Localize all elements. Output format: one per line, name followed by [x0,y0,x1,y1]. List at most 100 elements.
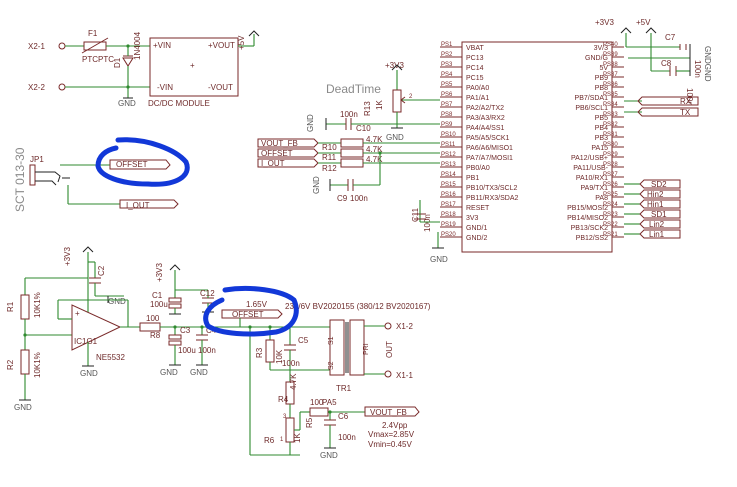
resistor-r3 [265,339,275,363]
hin2-label: Hin2 [647,190,664,199]
mcu-right-pin-name: PA12/USB+ [571,155,608,162]
cap-c3 [168,334,182,340]
gnd-c9: GND [312,176,321,194]
mcu-left-pin-num: PS13 [441,162,456,168]
r11-val: 4.7K [366,145,383,154]
gndgnd-label: GNDGND [703,46,712,82]
mcu-left-pin-name: PA0/A0 [466,85,489,92]
gnd-dt: GND [386,133,404,142]
vout-fb-label: VOUT_FB [261,139,298,148]
mcu-left-pin-num: PS5 [441,82,453,88]
mcu-left-pin-num: PS4 [441,72,453,78]
mcu-left-pin-name: PB0/A0 [466,165,490,172]
r5-val: 100 [310,398,324,407]
gnd-c6: GND [320,451,338,460]
mcu-right-pin-name: PB14/MISO2 [567,215,608,222]
mcu-right-pin-num: PS23 [603,212,618,218]
mcu-right-pin-name: PB13/SCK2 [571,225,608,232]
p3v3-c1: +3V3 [155,263,164,282]
annotation-highlights [95,137,299,337]
x1-2-label: X1-2 [396,322,413,331]
ic1-label: IC1G1 [74,337,98,346]
offset-bias-label: OFFSET [232,310,264,319]
opamp-bias-section: +3V3 C2 GND GND R1 10K1% R2 10K1% + IC1G… [6,246,283,412]
mcu-right-pin-num: PS39 [603,52,618,58]
mcu-right-pin-num: PS30 [603,142,618,148]
r10-label: R10 [322,143,337,152]
lin2-label: Lin2 [649,220,665,229]
r6-val: 1K [293,433,302,443]
dcdc-vin-p: +VIN [153,41,171,50]
mcu-left-pin-name: PA7/A7/MOSI1 [466,155,513,162]
c9-val: 100n [350,194,368,203]
mcu-left-pin-name: GND/2 [466,235,488,242]
mcu-right-pin-name: PA10/RX1 [576,175,608,182]
net-i-out-sct [119,199,179,209]
r3-val: 10K [275,349,284,364]
mcu-left-pin-num: PS20 [441,232,456,238]
tr1-label: TR1 [336,384,352,393]
gnd-r2: GND [14,403,32,412]
mcu-left-pin-num: PS15 [441,182,456,188]
cap-c1 [168,297,182,303]
mcu-left-pin-name: PA2/A2/TX2 [466,105,504,112]
sct-label: SCT 013-30 [13,147,27,212]
mcu-left-pin-name: PA6/A6/MISO1 [466,145,513,152]
deadtime-section: DeadTime +3V3 2 R13 1K GND 100n C10 GND … [257,61,448,264]
p5v-label: +5V [237,35,246,50]
c8-label: C8 [661,59,672,68]
mcu-right-pin-name: PB9 [595,75,608,82]
gnd-mcu: GND [430,255,448,264]
rx-label: RX [680,97,692,106]
opamp-minus: + [75,309,80,318]
offset-net-label: OFFSET [261,149,293,158]
p3v3-label-dt: +3V3 [385,61,404,70]
p3v3-top: +3V3 [595,18,614,27]
resistor-r8 [139,322,161,332]
net-i-out [257,158,319,168]
c6-val: 100n [338,433,356,442]
mcu-left-pin-num: PS18 [441,212,456,218]
r1-val: 10K1% [33,292,42,318]
c11-label: C11 [411,207,420,222]
vmax-label: Vmax=2.85V [368,430,415,439]
d1-label: D1 [113,57,122,68]
r8-label: R8 [150,331,161,340]
mcu-right-pin-name: PB12/SS2 [576,235,608,242]
mcu-right-pin-num: PS37 [603,72,618,78]
mcu-left-pin-name: RESET [466,205,490,212]
r5-label: R5 [305,417,314,428]
r3-label: R3 [255,347,264,358]
r4-val: 4.7K [289,373,298,390]
voltage-sense-section: 230/6V BV2020155 (380/12 BV2020167) R3 1… [240,302,431,460]
highlight-offset-bias [203,285,299,337]
c1-val: 100u [150,300,168,309]
resistor-r10 [340,138,364,148]
c3-label: C3 [180,326,191,335]
gate-driver-nets: SD2 Hin2 Hin1 SD1 Lin2 Lin1 [624,179,681,239]
mcu-left-pin-name: 3V3 [466,215,479,222]
resistor-r2 [20,349,30,375]
f1-label: F1 [88,29,98,38]
mcu-left-pin-num: PS2 [441,52,453,58]
x1-1-label: X1-1 [396,371,413,380]
mcu-right-pin-name: GND/G [585,55,608,62]
r11-label: R11 [322,153,337,162]
c4-val: 100n [198,346,216,355]
mcu-left-pin-name: PA5/A5/SCK1 [466,135,510,142]
r12-label: R12 [322,164,337,173]
net-vout-fb [257,138,319,148]
v24pp-label: 2.4Vpp [382,421,408,430]
mcu-left-pin-num: PS14 [441,172,456,178]
trafo-label: 230/6V BV2020155 (380/12 BV2020167) [285,302,431,311]
dcdc-vout-n: -VOUT [208,83,233,92]
mcu-right-pin-name: 5V [599,65,608,72]
mcu-right-pin-num: PS29 [603,152,618,158]
c3-val: 100u [178,346,196,355]
net-offset [257,148,319,158]
mcu-left-pin-num: PS6 [441,92,453,98]
offset-sct-label: OFFSET [116,160,148,169]
mcu-left-pin-name: PC15 [466,75,484,82]
